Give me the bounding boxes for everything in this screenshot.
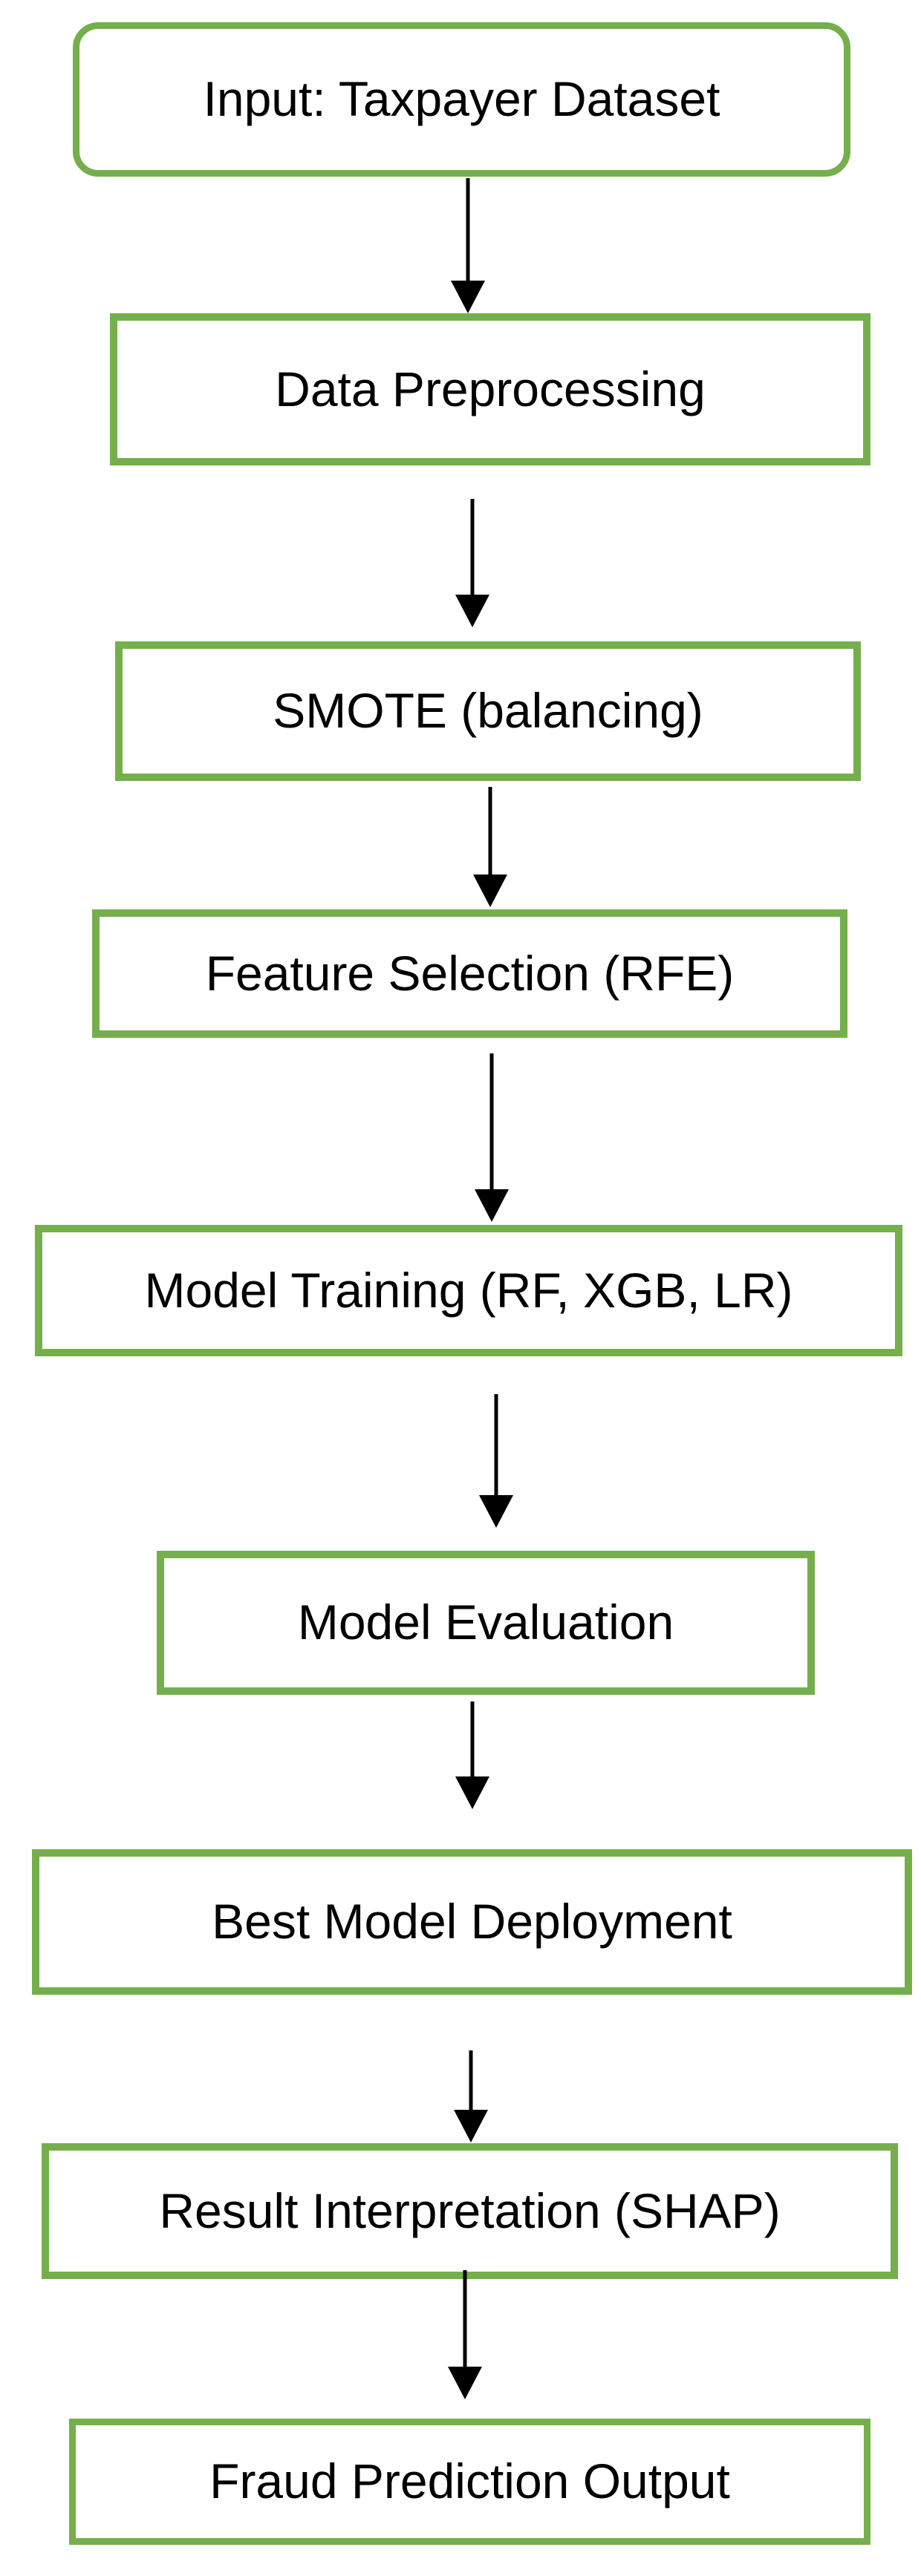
flow-node-label: Feature Selection (RFE) xyxy=(205,945,735,1001)
flow-node-data-preprocessing: Data Preprocessing xyxy=(110,313,870,465)
flow-node-label: Result Interpretation (SHAP) xyxy=(159,2183,781,2238)
arrow-shaft xyxy=(463,2270,467,2371)
arrowhead-icon xyxy=(473,875,507,907)
arrowhead-icon xyxy=(451,281,485,313)
flow-node-label: Model Training (RF, XGB, LR) xyxy=(144,1262,793,1318)
flow-node-label: Fraud Prediction Output xyxy=(209,2454,730,2509)
flow-node-smote-balancing: SMOTE (balancing) xyxy=(115,641,861,781)
flow-node-input-taxpayer-dataset: Input: Taxpayer Dataset xyxy=(73,22,850,177)
arrow-shaft xyxy=(488,787,492,879)
arrow-preprocessing-to-smote xyxy=(455,499,489,627)
arrowhead-icon xyxy=(455,1776,489,1809)
arrow-evaluation-to-deployment xyxy=(455,1701,489,1809)
flow-node-label: Best Model Deployment xyxy=(212,1894,732,1949)
flow-node-result-interpretation-shap: Result Interpretation (SHAP) xyxy=(42,2143,898,2279)
flow-node-label: Input: Taxpayer Dataset xyxy=(203,71,720,127)
arrow-shaft xyxy=(470,499,475,599)
flow-node-label: Model Evaluation xyxy=(297,1595,674,1650)
arrow-shaft xyxy=(470,1701,475,1781)
arrowhead-icon xyxy=(454,2110,488,2142)
flow-node-model-training: Model Training (RF, XGB, LR) xyxy=(35,1225,902,1356)
arrow-deployment-to-interpretation xyxy=(454,2050,488,2142)
flow-node-feature-selection-rfe: Feature Selection (RFE) xyxy=(92,909,847,1038)
arrow-input-to-preprocessing xyxy=(451,178,485,313)
arrow-shaft xyxy=(494,1394,498,1500)
arrow-interpretation-to-output xyxy=(448,2270,482,2399)
arrowhead-icon xyxy=(455,595,489,627)
arrow-shaft xyxy=(489,1053,494,1194)
arrow-feature-selection-to-model-training xyxy=(475,1053,509,1222)
arrowhead-icon xyxy=(479,1495,513,1528)
arrow-shaft xyxy=(469,2050,473,2114)
arrowhead-icon xyxy=(448,2367,482,2399)
arrow-model-training-to-evaluation xyxy=(479,1394,513,1528)
arrow-shaft xyxy=(466,178,470,285)
arrowhead-icon xyxy=(475,1189,509,1222)
flow-node-best-model-deployment: Best Model Deployment xyxy=(32,1849,912,1995)
flow-node-fraud-prediction-output: Fraud Prediction Output xyxy=(69,2419,870,2545)
flow-node-label: SMOTE (balancing) xyxy=(273,683,703,739)
flow-node-label: Data Preprocessing xyxy=(275,361,706,416)
arrow-smote-to-feature-selection xyxy=(473,787,507,907)
flow-node-model-evaluation: Model Evaluation xyxy=(157,1551,815,1695)
